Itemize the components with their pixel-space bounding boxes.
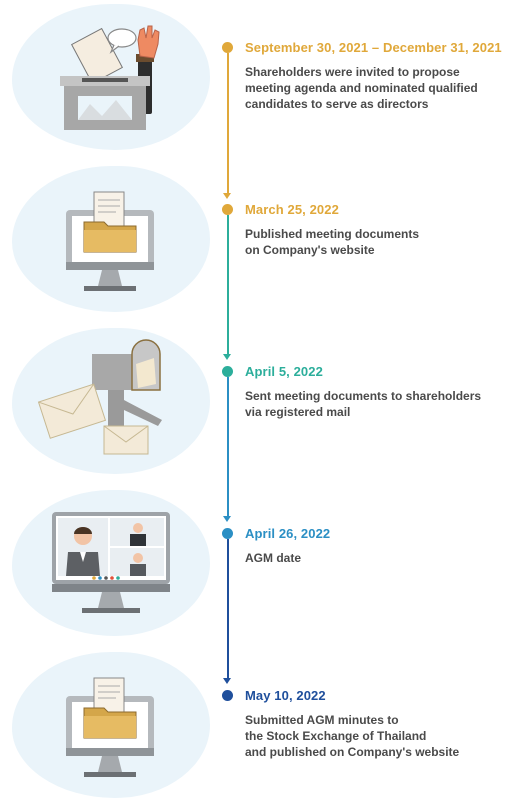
timeline-date: March 25, 2022 <box>245 202 339 217</box>
video-conference-icon <box>52 512 170 613</box>
timeline-dot <box>222 204 233 215</box>
timeline-dot <box>222 366 233 377</box>
timeline-connector <box>227 539 229 678</box>
timeline-dot <box>222 42 233 53</box>
mailbox-icon <box>37 339 162 455</box>
timeline-date: April 26, 2022 <box>245 526 331 541</box>
timeline-dot <box>222 690 233 701</box>
timeline-connector <box>227 377 229 516</box>
computer-folder-icon <box>66 677 154 777</box>
timeline-description: Published meeting documents on Company's… <box>245 227 420 257</box>
timeline-description: Submitted AGM minutes to the Stock Excha… <box>245 713 460 759</box>
timeline-description: AGM date <box>245 551 302 565</box>
timeline-connector <box>227 53 229 193</box>
timeline-dot <box>222 528 233 539</box>
timeline-date: April 5, 2022 <box>245 364 323 379</box>
timeline-description: Shareholders were invited to propose mee… <box>245 65 478 111</box>
timeline-date: May 10, 2022 <box>245 688 326 703</box>
timeline-date: September 30, 2021 – December 31, 2021 <box>245 40 502 55</box>
chevron-down-icon <box>223 354 231 360</box>
timeline-connector <box>227 215 229 354</box>
ballot-box-icon <box>60 25 160 130</box>
chevron-down-icon <box>223 516 231 522</box>
chevron-down-icon <box>223 193 231 199</box>
chevron-down-icon <box>223 678 231 684</box>
computer-folder-icon <box>66 191 154 291</box>
timeline-description: Sent meeting documents to shareholders v… <box>245 389 482 419</box>
